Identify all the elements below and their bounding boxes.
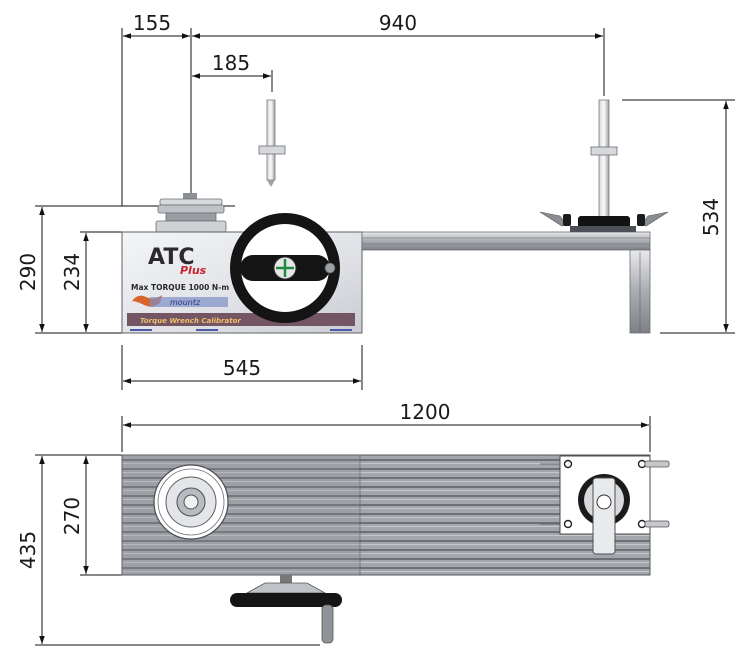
dimension-label-545: 545 — [223, 356, 261, 380]
product-name: Torque Wrench Calibrator — [140, 317, 241, 325]
support-beam — [361, 231, 651, 334]
reaction-post — [539, 99, 669, 232]
dimension-label-155: 155 — [133, 11, 171, 35]
elevation-view: 155 940 185 290 234 534 545 ATC Plus Max… — [16, 11, 735, 390]
reaction-plate — [540, 455, 670, 555]
dimension-label-185: 185 — [212, 51, 250, 75]
clamp-lever-icon — [644, 460, 670, 468]
company-name: mountz — [170, 298, 201, 307]
dimension-label-534: 534 — [699, 198, 723, 236]
hand-wheel-plan — [230, 575, 342, 644]
drive-adapter — [155, 193, 227, 233]
brand-logo: ATC — [148, 245, 194, 270]
loading-pin — [258, 99, 286, 187]
transducer-top — [153, 464, 229, 540]
dimension-label-1200: 1200 — [400, 400, 451, 424]
dimension-label-435: 435 — [16, 531, 40, 569]
clamp-lever-icon — [644, 520, 670, 528]
dimension-label-290: 290 — [16, 253, 40, 291]
clamp-lever-icon — [539, 211, 567, 227]
dimension-label-270: 270 — [60, 497, 84, 535]
plan-view: 1200 270 435 — [16, 400, 670, 646]
brand-sub: Plus — [180, 264, 207, 277]
clamp-lever-icon — [641, 211, 669, 227]
dimension-label-940: 940 — [379, 11, 417, 35]
dimension-label-234: 234 — [60, 253, 84, 291]
capacity-label: Max TORQUE 1000 N-m — [131, 283, 229, 292]
hand-wheel — [230, 213, 340, 323]
